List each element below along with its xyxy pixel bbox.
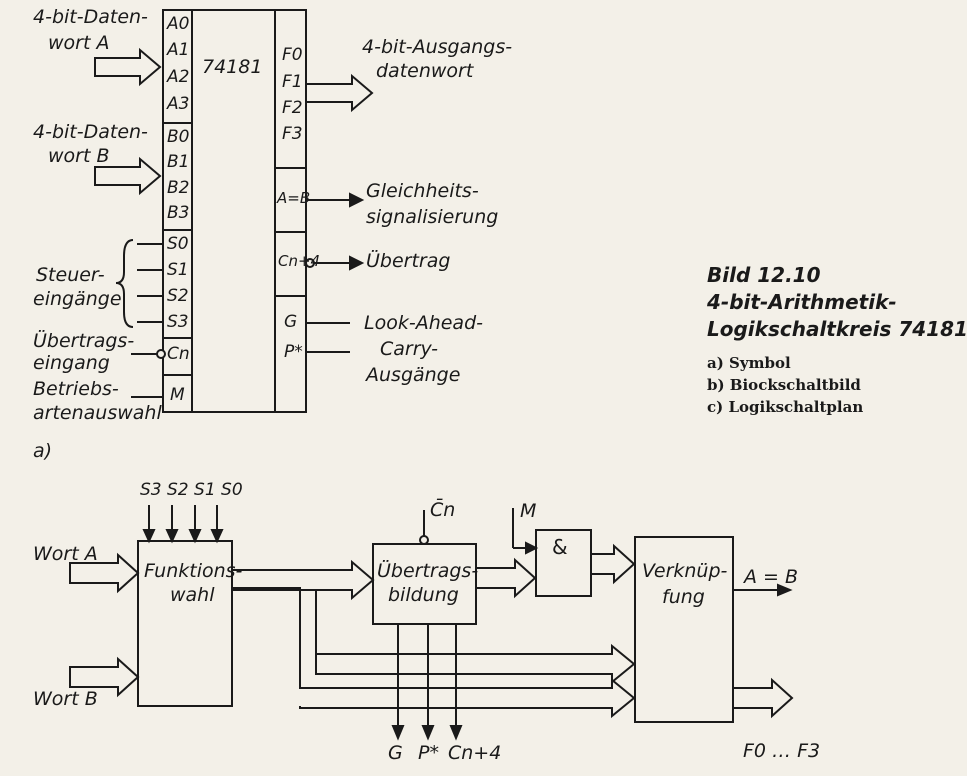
bus-arrow-b — [94, 156, 162, 196]
caption-item-a: a) Symbol — [707, 354, 791, 372]
label-wort-a-line1: 4-bit-Daten- — [33, 6, 148, 28]
block-uebertrag-line1: Übertrags- — [377, 560, 479, 582]
block-verknuepfung-line2: fung — [662, 586, 705, 608]
label-lookahead-line1: Look-Ahead- — [364, 312, 483, 334]
block-uebertrag-line2: bildung — [388, 584, 459, 606]
block-out-eq: A = B — [744, 566, 799, 588]
label-lookahead-line3: Ausgänge — [366, 364, 461, 386]
block-wort-b: Wort B — [33, 688, 98, 710]
pin-a0: A0 — [167, 14, 190, 34]
caption-title-line3: Logikschaltkreis 74181 — [707, 317, 967, 341]
chip-outline — [162, 9, 307, 413]
pin-f0: F0 — [282, 45, 303, 65]
block-s-inputs: S3 S2 S1 S0 — [140, 480, 243, 500]
part-label-a: a) — [33, 440, 53, 462]
pin-f1: F1 — [282, 72, 303, 92]
bus-arrow-f — [305, 73, 374, 113]
label-steuer-line1: Steuer- — [36, 264, 105, 286]
label-steuer-line2: eingänge — [33, 288, 122, 310]
block-funktion-line1: Funktions- — [144, 560, 243, 582]
pin-eq: A=B — [277, 189, 311, 207]
caption-item-c: c) Logikschaltplan — [707, 398, 864, 416]
label-uebertrag-in-line2: eingang — [33, 352, 110, 374]
block-cn-input: C̄n — [430, 499, 456, 521]
label-wort-a-line2: wort A — [48, 32, 110, 54]
pin-m: M — [170, 385, 185, 405]
pin-s0: S0 — [167, 234, 189, 254]
pin-f3: F3 — [282, 124, 303, 144]
pin-a2: A2 — [167, 67, 190, 87]
bus-arrow-a — [94, 47, 162, 87]
label-uebertrag-out: Übertrag — [366, 250, 451, 272]
pin-b0: B0 — [167, 127, 190, 147]
pin-cn: Cn — [167, 344, 190, 364]
block-verknuepfung — [634, 536, 734, 723]
pin-a3: A3 — [167, 94, 190, 114]
pin-g: G — [284, 312, 298, 332]
pin-b1: B1 — [167, 152, 190, 172]
pin-cn4: Cn+4 — [278, 252, 321, 270]
block-funktion-line2: wahl — [170, 584, 215, 606]
block-out-cn4: Cn+4 — [448, 742, 502, 764]
pin-b3: B3 — [167, 203, 190, 223]
block-funktionswahl — [137, 540, 233, 707]
pin-a1: A1 — [167, 40, 190, 60]
label-betrieb-line2: artenauswahl — [33, 402, 162, 424]
pin-f2: F2 — [282, 98, 303, 118]
label-gleich-line2: signalisierung — [366, 206, 499, 228]
pin-s2: S2 — [167, 286, 189, 306]
caption-title-line2: 4-bit-Arithmetik- — [707, 290, 897, 314]
pin-p: P* — [284, 342, 303, 362]
chip-name: 74181 — [202, 56, 263, 78]
block-verknuepfung-line1: Verknüp- — [642, 560, 728, 582]
pin-s1: S1 — [167, 260, 189, 280]
block-out-f: F0 … F3 — [743, 740, 821, 762]
label-betrieb-line1: Betriebs- — [33, 378, 119, 400]
label-wort-b-line2: wort B — [48, 145, 110, 167]
label-ausgang-line2: datenwort — [376, 60, 474, 82]
label-uebertrag-in-line1: Übertrags- — [33, 330, 135, 352]
block-and-symbol: & — [552, 535, 568, 559]
caption-item-b: b) Biockschaltbild — [707, 376, 861, 394]
block-out-g: G — [388, 742, 403, 764]
label-gleich-line1: Gleichheits- — [366, 180, 479, 202]
label-ausgang-line1: 4-bit-Ausgangs- — [362, 36, 513, 58]
caption-title-line1: Bild 12.10 — [707, 263, 821, 287]
pin-s3: S3 — [167, 312, 189, 332]
pin-b2: B2 — [167, 178, 190, 198]
block-m-input: M — [520, 500, 537, 522]
block-wort-a: Wort A — [33, 543, 98, 565]
block-out-p: P* — [418, 742, 439, 764]
label-lookahead-line2: Carry- — [380, 338, 438, 360]
label-wort-b-line1: 4-bit-Daten- — [33, 121, 148, 143]
